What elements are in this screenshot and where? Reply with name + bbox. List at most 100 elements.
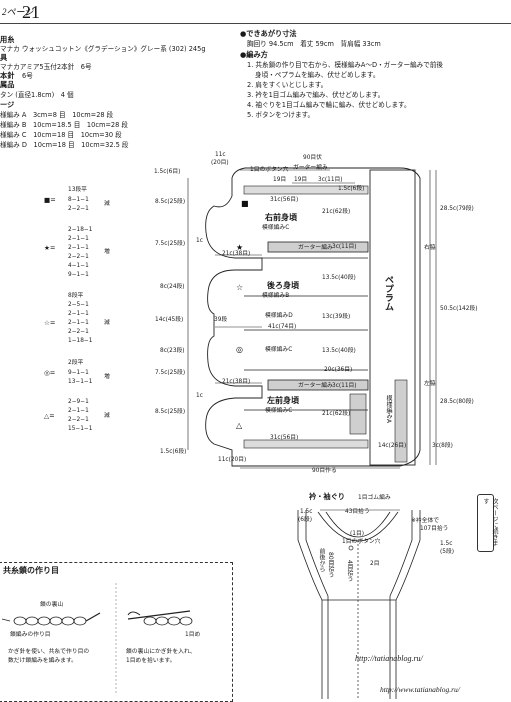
shaping-row: 2−1−1 [68, 320, 89, 326]
dim-label: ※衿全体で [411, 518, 440, 524]
dim-label: 50.5c(142段) [440, 306, 478, 312]
marker-triangle: △= [44, 412, 55, 420]
shaping-row: 2−1−1 [68, 245, 89, 251]
gauge-title: ージ [0, 100, 15, 109]
chain-note: 1目めを拾います。 [126, 658, 176, 664]
dim-label: 39段 [214, 317, 228, 323]
dim-label: 3c(11目) [332, 244, 357, 250]
dim-label: 1.5c(6目) [154, 169, 181, 175]
materials-title: 用糸 [0, 35, 15, 44]
svg-text:☆: ☆ [236, 283, 243, 292]
svg-text:△: △ [236, 421, 243, 430]
marker-star: ★= [44, 244, 56, 252]
side-label: 左脇 [424, 381, 436, 387]
chain-illustrations [1, 583, 193, 693]
chain-label: 鎖の裏山 [40, 602, 64, 608]
shaping-block-title: 13段平 [68, 187, 87, 193]
shaping-row: 2−1−1 [68, 311, 89, 317]
dim-label: 7.5c(25段) [155, 370, 186, 376]
continued-text: 次ページに続きます [482, 498, 498, 546]
dim-label: 4目拾う [346, 560, 353, 582]
dim-label: (6段) [298, 517, 313, 523]
dim-label: 90目作る [312, 468, 337, 474]
collar-title: 衿・袖ぐり [309, 492, 345, 501]
method-step: 3. 衿を1目ゴム編みで編み、伏せどめします。 [247, 91, 385, 99]
chain-label: 鎖編みの作り目 [10, 632, 51, 638]
svg-text:■: ■ [241, 199, 249, 208]
shaping-block-title: 2段平 [68, 360, 84, 366]
method-step: 身頃・ペプラムを編み、伏せどめします。 [255, 71, 380, 79]
gauge-line: 様編み C 10cm=18 目 10cm=30 段 [0, 131, 122, 139]
dim-label: 8.5c(25段) [155, 409, 186, 415]
svg-text:◎: ◎ [236, 345, 243, 354]
dim-label: 31c(56目) [270, 435, 299, 441]
shaping-row: 15−1−1 [68, 426, 93, 432]
dim-label: 31c(56目) [270, 197, 299, 203]
dim-label: 14c(45段) [155, 317, 184, 323]
garter-label: ガーター編み [298, 245, 333, 251]
shaping-row: 2−18−1 [68, 227, 93, 233]
dim-label: 90目伏 [303, 155, 322, 161]
marker-square: ■= [44, 196, 56, 204]
pattern-label: 模様編みC [265, 408, 293, 414]
shaping-row: 2−1−1 [68, 236, 89, 242]
needles-title: 具 [0, 53, 8, 62]
dim-label: 19目 [273, 177, 287, 183]
dim-label: 80目拾う [327, 552, 334, 578]
dim-label: (1目) [350, 531, 365, 537]
method-title: ●編み方 [240, 50, 268, 59]
dim-label: 41c(74目) [268, 324, 297, 330]
dim-label: 11c [215, 152, 226, 158]
gauge-line: 様編み B 10cm=18.5 目 10cm=28 段 [0, 121, 128, 129]
method-step: 5. ボタンをつけます。 [247, 111, 315, 119]
chain-note: かぎ針を使い、共糸で作り目の [8, 649, 90, 655]
buttonhole-label: 1目のボタン穴 [250, 167, 289, 173]
shaping-note: 減 [104, 320, 110, 326]
dim-label: 1c [196, 238, 203, 244]
notions-title: 属品 [0, 80, 15, 89]
pattern-label: 模様編みA [385, 395, 392, 424]
shaping-row: 13−1−1 [68, 379, 93, 385]
method-step: 4. 袖ぐりを1目ゴム編みで輪に編み、伏せどめします。 [247, 101, 411, 109]
shaping-row: 9−1−1 [68, 272, 89, 278]
continued-note: 次ページに続きます [477, 494, 498, 552]
dim-label: 8c(24段) [160, 284, 185, 290]
yarn-text: マナカ ウォッシュコットン《グラデーション》グレー系 (302) 245g [0, 45, 206, 53]
dim-label: 3c(8段) [432, 443, 453, 449]
dim-label: 1.5c(6段) [160, 449, 187, 455]
dim-label: 43目拾う [345, 509, 370, 515]
garter-label: ガーター編み [293, 165, 328, 171]
shaping-row: 8−1−1 [68, 197, 89, 203]
finished-title: ●できあがり寸法 [240, 29, 297, 38]
chain-label: 1目め [185, 632, 201, 638]
shaping-row: 2−2−1 [68, 206, 89, 212]
notions-text: タン (直径1.8cm) 4 個 [0, 91, 74, 99]
marker-double-circle: ◎= [44, 369, 56, 377]
dim-label: 14c(26目) [378, 443, 407, 449]
dim-label: 11c(20目) [218, 457, 247, 463]
shaping-row: 2−1−1 [68, 408, 89, 414]
dim-label: 21c(62段) [322, 411, 351, 417]
dim-label: 7.5c(25段) [155, 241, 186, 247]
garter-label: ガーター編み [298, 383, 333, 389]
gauge-line: 様編み D 10cm=18 目 10cm=32.5 段 [0, 141, 129, 149]
dim-label: 8c(23段) [160, 348, 185, 354]
dim-label: 2目 [370, 561, 380, 567]
needles-text: マナカアミア5玉付2本針 6号 [0, 63, 92, 71]
shaping-row: 2−5−1 [68, 302, 89, 308]
side-label: 右脇 [424, 245, 436, 251]
shaping-note: 減 [104, 413, 110, 419]
shaping-row: 9−1−1 [68, 370, 89, 376]
dim-label: 前後から [318, 548, 325, 572]
shaping-row: 4−1−1 [68, 263, 89, 269]
pattern-label: 模様編みD [265, 313, 293, 319]
dim-label: 19目 [294, 177, 308, 183]
buttonhole-label: 1目のボタン穴 [342, 539, 381, 545]
shaping-note: 減 [104, 201, 110, 207]
shaping-row: 2−9−1 [68, 399, 89, 405]
method-step: 1. 共糸鎖の作り目で右から、模様編みA〜D・ガーター編みで前後 [247, 61, 444, 69]
peplum-label: ペプラム [383, 275, 393, 311]
chain-note: 鎖の裏山にかぎ針を入れ、 [126, 649, 196, 655]
